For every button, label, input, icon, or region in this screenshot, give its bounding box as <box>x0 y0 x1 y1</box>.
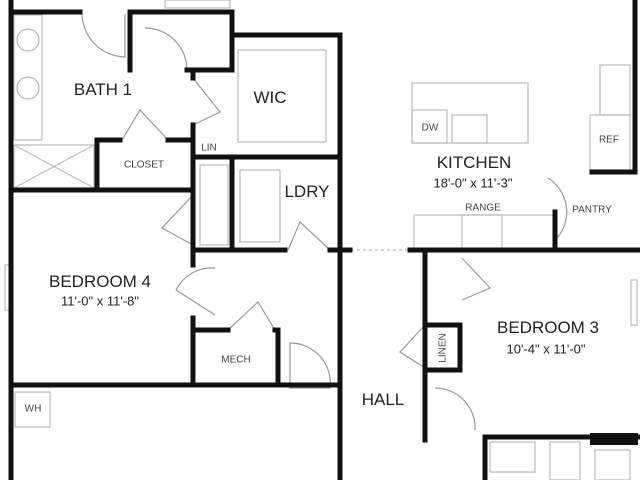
room-label-hall: HALL <box>361 390 405 409</box>
room-label-mech: MECH <box>221 354 251 366</box>
walls <box>8 0 640 480</box>
room-label-wic: WIC <box>253 88 287 107</box>
wall-block <box>590 433 638 445</box>
room-label-bath1: BATH 1 <box>73 80 133 99</box>
room-label-pantry: PANTRY <box>572 204 612 216</box>
room-size-bedroom4: 11'-0" x 11'-8" <box>60 293 140 309</box>
doors <box>81 13 568 431</box>
fixture-wh: WH <box>24 403 42 415</box>
room-label-kitchen: KITCHEN <box>436 153 512 172</box>
fixtures <box>4 0 638 480</box>
room-label-bedroom4: BEDROOM 4 <box>48 272 152 291</box>
room-size-bedroom3: 10'-4" x 11'-0" <box>506 341 586 357</box>
room-label-linen: LINEN <box>437 333 449 363</box>
fixture-range: RANGE <box>465 202 501 214</box>
room-label-closet: CLOSET <box>123 159 165 171</box>
room-label-lin: LIN <box>201 142 217 154</box>
room-label-bedroom3: BEDROOM 3 <box>496 318 600 337</box>
fixture-dw: DW <box>421 122 439 134</box>
room-size-kitchen: 18'-0" x 11'-3" <box>433 175 513 191</box>
fixture-ref: REF <box>599 134 619 146</box>
room-label-ldry: LDRY <box>284 182 330 201</box>
